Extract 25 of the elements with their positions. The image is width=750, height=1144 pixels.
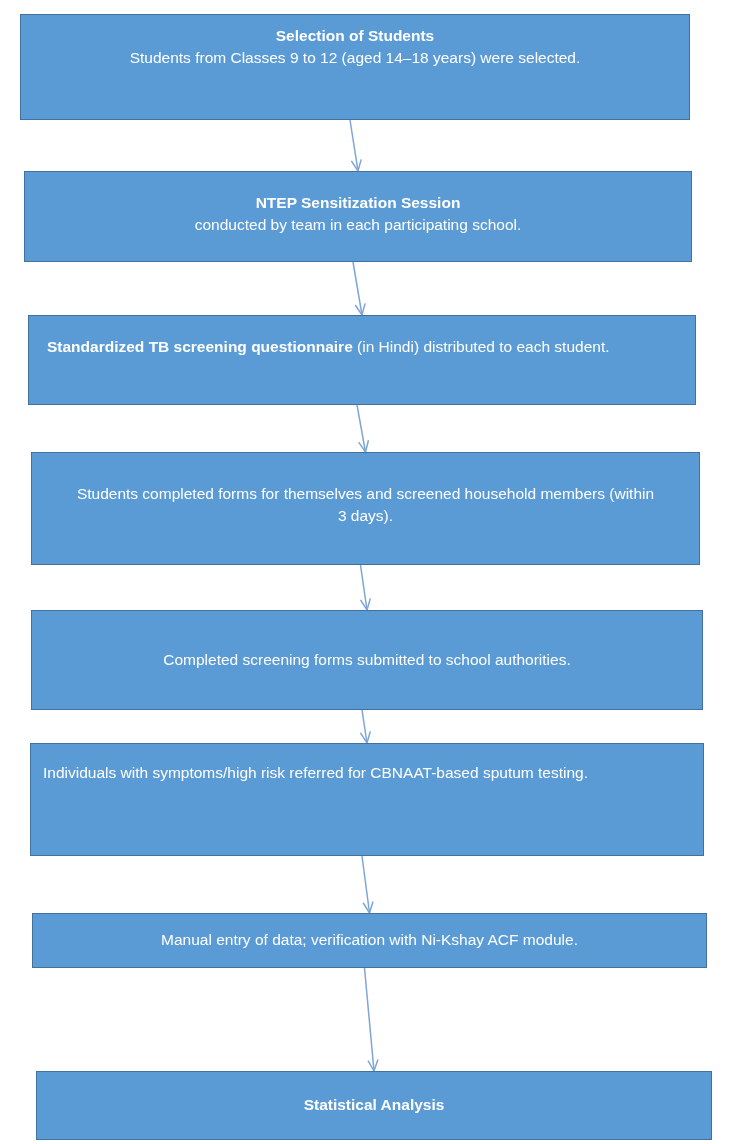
arrow xyxy=(363,967,379,1072)
box-text: Statistical Analysis xyxy=(302,1095,446,1116)
process-box xyxy=(24,171,692,262)
arrow xyxy=(359,709,372,744)
box-text: Students completed forms for themselves and screened household members (within 3 days). xyxy=(75,484,656,527)
box-text: conducted by team in each participating school. xyxy=(193,215,523,236)
box-text: Standardized TB screening questionnaire (in Hindi) distributed to each student. xyxy=(47,337,611,357)
process-box xyxy=(28,315,696,405)
process-box xyxy=(31,610,703,710)
box-text: Manual entry of data; verification with Ni-Kshay ACF module. xyxy=(160,930,579,951)
arrow xyxy=(356,404,370,453)
box-heading: Selection of Students xyxy=(274,26,436,46)
arrow xyxy=(349,119,362,172)
process-box xyxy=(32,913,707,968)
process-box xyxy=(31,452,700,565)
process-box xyxy=(20,14,690,120)
box-heading: NTEP Sensitization Session xyxy=(254,193,462,213)
arrow xyxy=(352,261,366,316)
arrow xyxy=(361,855,374,914)
process-box xyxy=(30,743,704,856)
process-box xyxy=(36,1071,712,1140)
box-text: Completed screening forms submitted to school authorities. xyxy=(162,650,572,670)
box-text: Individuals with symptoms/high risk referred for CBNAAT-based sputum testing. xyxy=(43,763,589,783)
box-text: Students from Classes 9 to 12 (aged 14–18 years) were selected. xyxy=(128,48,582,69)
arrow xyxy=(359,564,372,611)
